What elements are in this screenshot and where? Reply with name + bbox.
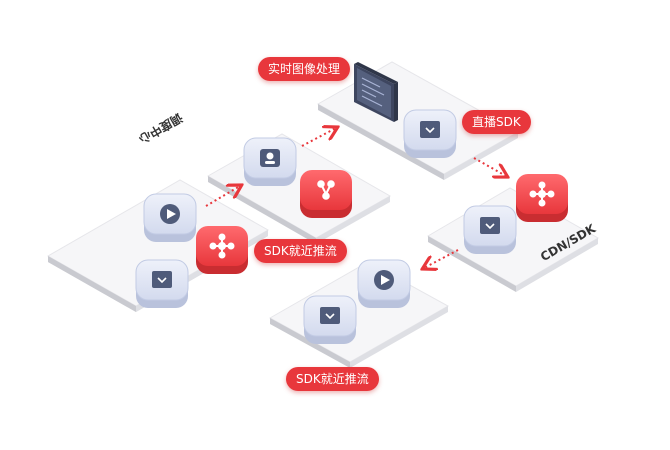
user-icon <box>260 149 280 167</box>
connector-cdn-to-bottom <box>424 249 459 268</box>
label-sdk-push-left: SDK就近推流 <box>254 239 347 263</box>
label-live-sdk: 直播SDK <box>462 110 531 134</box>
share-icon <box>317 180 335 200</box>
hub-icon <box>209 233 235 259</box>
box-icon <box>152 271 172 288</box>
node-box-bottom <box>303 295 357 344</box>
label-sdk-push-bottom: SDK就近推流 <box>286 367 379 391</box>
node-share <box>300 170 352 218</box>
connector-live-to-cdn <box>473 157 506 176</box>
node-box-cdn <box>463 205 517 254</box>
node-play-bottom <box>357 259 411 308</box>
box-icon <box>480 217 500 234</box>
node-hub-left <box>196 226 248 274</box>
connector-dispatch-to-live <box>301 128 336 147</box>
connector-left-to-dispatch <box>205 186 240 207</box>
monitor-icon <box>354 62 398 122</box>
hub-icon <box>529 181 555 207</box>
label-realtime-processing: 实时图像处理 <box>258 57 351 81</box>
box-icon <box>320 307 340 324</box>
node-play-left <box>143 193 197 242</box>
node-hub-cdn <box>516 174 568 222</box>
node-user <box>243 137 297 186</box>
node-box-live <box>403 109 457 158</box>
box-icon <box>420 121 440 138</box>
node-box-left <box>135 259 189 308</box>
